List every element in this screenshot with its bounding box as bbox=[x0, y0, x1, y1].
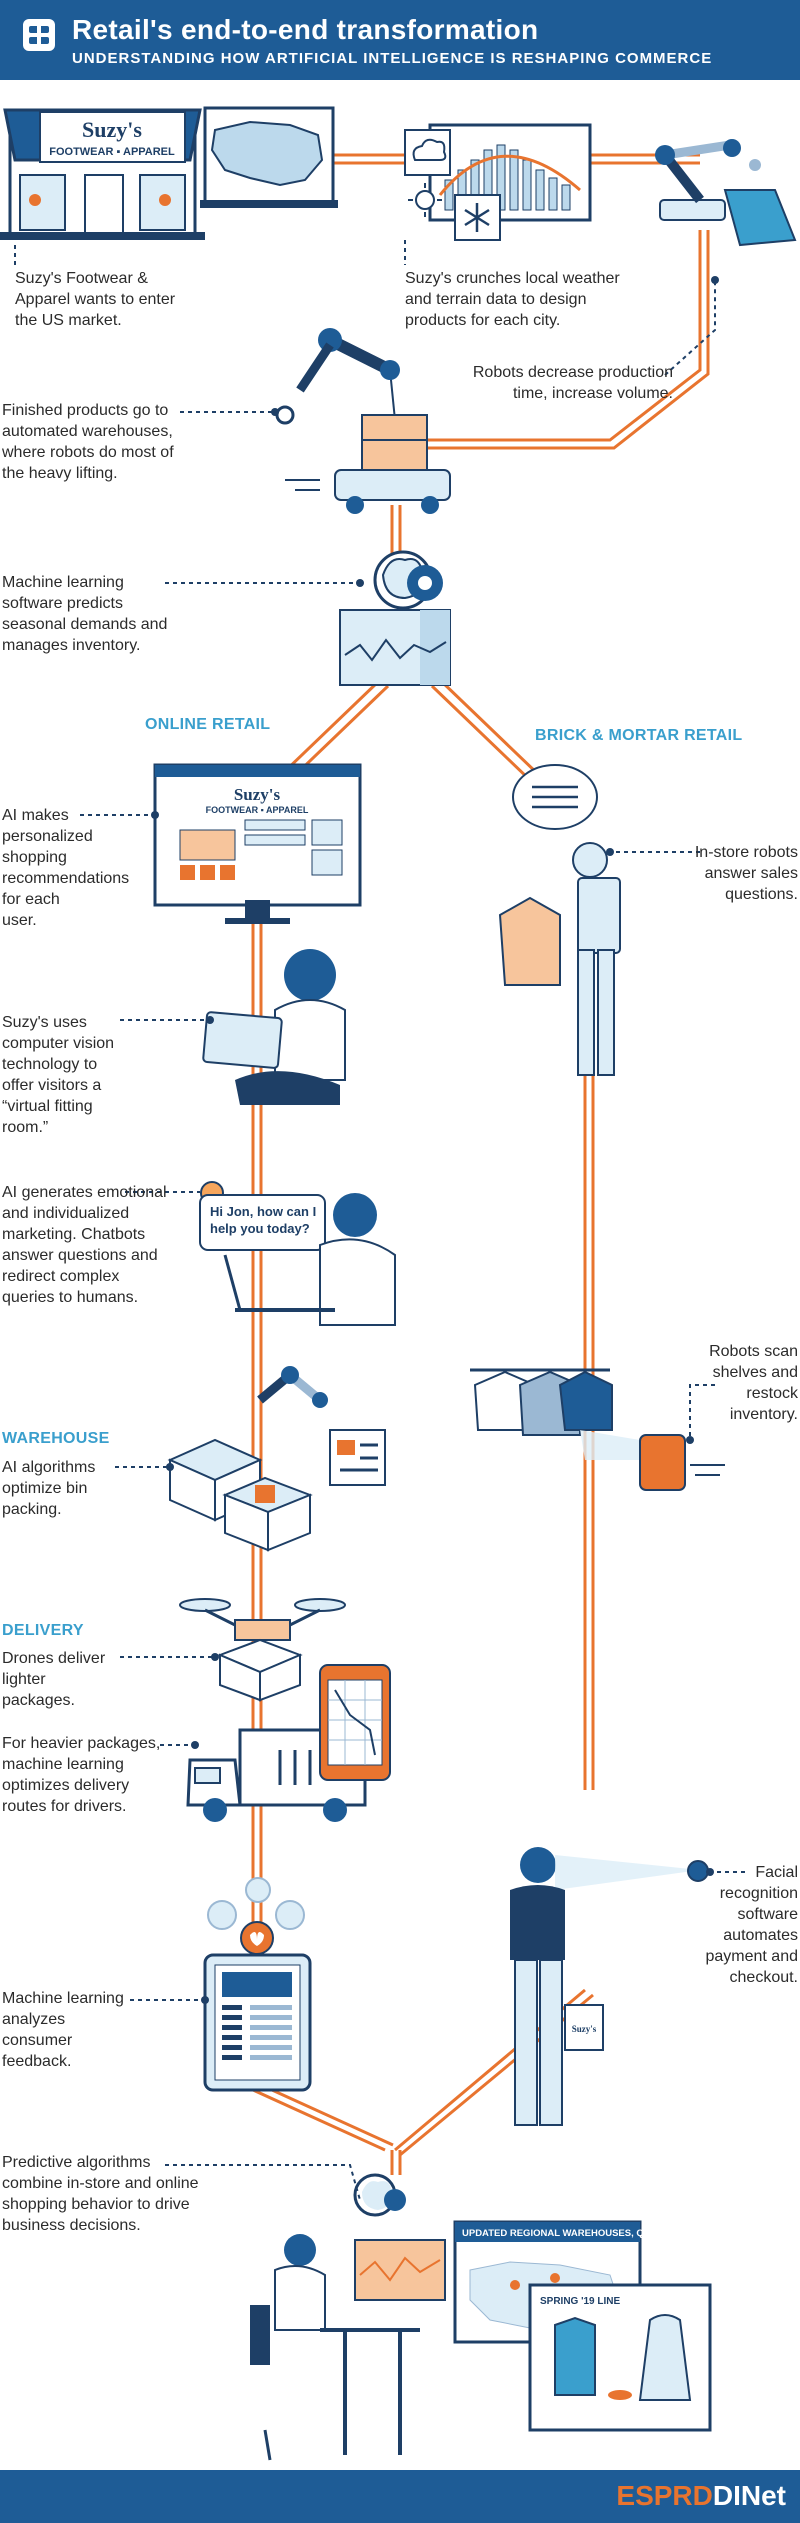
footer-brand-a: ESPRD bbox=[616, 2480, 713, 2511]
bag-label: Suzy's bbox=[572, 2024, 597, 2034]
snowflake-icon bbox=[454, 194, 501, 241]
bin-packing-illustration bbox=[167, 1366, 386, 1552]
online-monitor-illustration bbox=[153, 763, 362, 924]
caption-predictive: Predictive algorithms combine in-store a… bbox=[2, 2154, 199, 2234]
store-sign-name: Suzy's bbox=[82, 117, 142, 142]
caption-warehouses: Finished products go to automated wareho… bbox=[2, 402, 174, 482]
report-panel-spring-line bbox=[528, 2283, 712, 2432]
caption-drones: Drones deliver lighter packages. bbox=[2, 1650, 106, 1709]
inventory-chart-illustration bbox=[339, 609, 451, 686]
store-sign-tag: FOOTWEAR ▪ APPAREL bbox=[49, 146, 175, 158]
instore-robot-illustration bbox=[498, 764, 621, 1076]
caption-weather: Suzy's crunches local weather and terrai… bbox=[405, 270, 620, 329]
caption-vision: Suzy's uses computer vision technology t… bbox=[2, 1014, 115, 1136]
footer-brand: ESPRDDINet bbox=[616, 2480, 786, 2512]
section-online-retail: ONLINE RETAIL bbox=[145, 716, 271, 733]
report-panel-warehouses-title: UPDATED REGIONAL WAREHOUSES, Q2 bbox=[462, 2228, 649, 2239]
chatbot-illustration bbox=[199, 1181, 396, 1326]
caption-marketing: AI generates emotional and individualize… bbox=[2, 1184, 167, 1306]
drone-illustration bbox=[179, 1598, 346, 1702]
store-front-illustration bbox=[0, 108, 205, 240]
leader-dots bbox=[151, 276, 719, 2004]
footer-brand-b: DINet bbox=[712, 2480, 786, 2511]
caption-feedback: Machine learning analyzes consumer feedb… bbox=[2, 1990, 124, 2070]
caption-robots-production: Robots decrease production time, increas… bbox=[472, 364, 673, 402]
page-title: Retail's end-to-end transformation bbox=[72, 14, 539, 45]
caption-scan-shelves: Robots scan shelves and restock inventor… bbox=[709, 1343, 798, 1423]
brand-logo-icon bbox=[23, 19, 55, 51]
footer-banner: ESPRDDINet bbox=[0, 2470, 800, 2523]
brain-gear-icon bbox=[373, 550, 443, 610]
us-map-illustration bbox=[200, 106, 338, 208]
shelf-scan-illustration bbox=[470, 1368, 725, 1491]
facial-recognition-illustration bbox=[510, 1847, 709, 2126]
caption-facial: Facial recognition software automates pa… bbox=[705, 1864, 798, 1986]
production-robot-illustration bbox=[655, 139, 797, 247]
analyst-illustration bbox=[250, 2173, 446, 2461]
screen-logo-name: Suzy's bbox=[234, 785, 281, 804]
warehouse-robot-illustration bbox=[275, 328, 451, 514]
caption-ml-inventory: Machine learning software predicts seaso… bbox=[2, 574, 168, 654]
delivery-truck-illustration bbox=[186, 1664, 391, 1822]
chat-bubble-text: Hi Jon, how can I help you today? bbox=[210, 1204, 317, 1236]
caption-binpack: AI algorithms optimize bin packing. bbox=[2, 1459, 96, 1518]
virtual-fitting-illustration bbox=[202, 949, 346, 1105]
sun-icon bbox=[408, 183, 442, 217]
leader-lines bbox=[14, 240, 745, 2201]
section-brick-mortar: BRICK & MORTAR RETAIL bbox=[535, 727, 743, 744]
section-warehouse: WAREHOUSE bbox=[2, 1430, 110, 1447]
header-banner: Retail's end-to-end transformation UNDER… bbox=[0, 0, 800, 80]
caption-market: Suzy's Footwear & Apparel wants to enter… bbox=[15, 270, 176, 329]
caption-recommend: AI makes personalized shopping recommend… bbox=[2, 807, 130, 929]
section-delivery: DELIVERY bbox=[2, 1622, 84, 1639]
caption-instore-robots: In-store robots answer sales questions. bbox=[694, 844, 798, 903]
cloud-icon bbox=[404, 129, 451, 176]
report-panel-spring-line-title: SPRING '19 LINE bbox=[540, 2296, 621, 2307]
caption-routes: For heavier packages, machine learning o… bbox=[2, 1735, 161, 1815]
screen-logo-tag: FOOTWEAR ▪ APPAREL bbox=[206, 805, 309, 815]
page-subtitle: UNDERSTANDING HOW ARTIFICIAL INTELLIGENC… bbox=[72, 50, 713, 67]
feedback-tablet-illustration bbox=[203, 1877, 312, 2092]
